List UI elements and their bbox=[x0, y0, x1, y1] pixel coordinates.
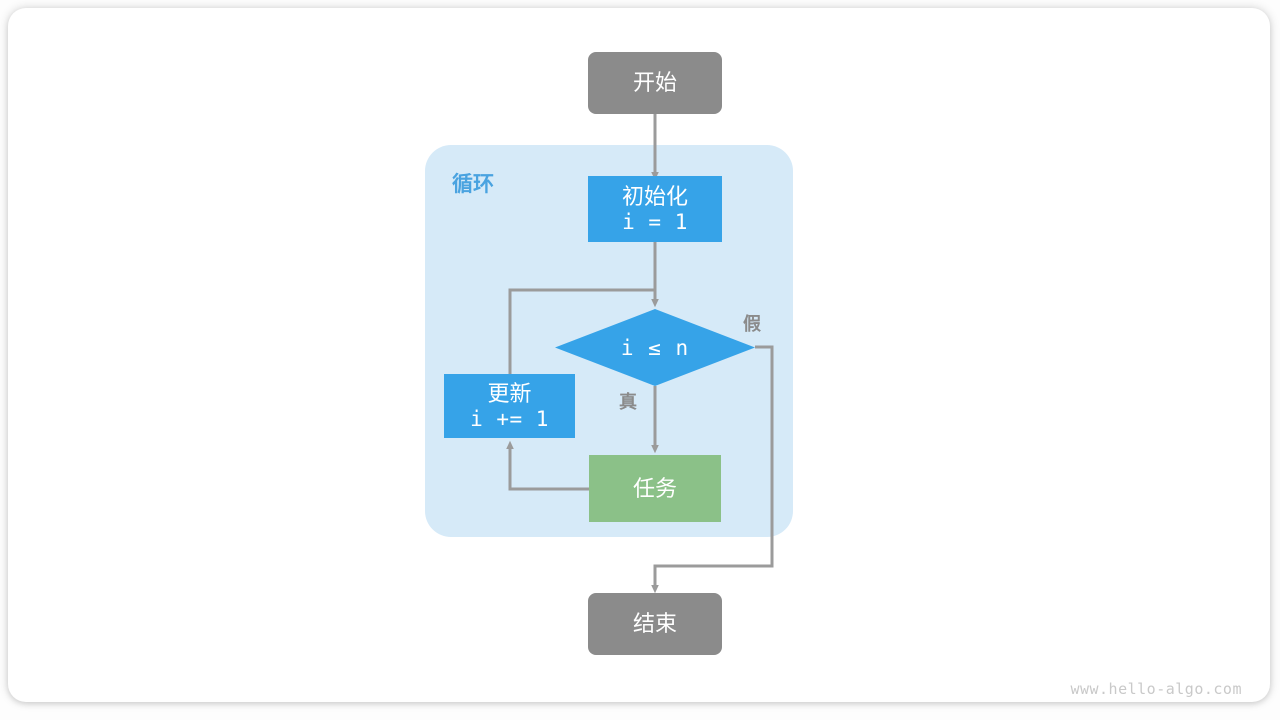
edge-label-false: 假 bbox=[743, 314, 761, 334]
node-update[interactable]: 更新 i += 1 bbox=[444, 374, 575, 438]
node-start-label: 开始 bbox=[632, 70, 677, 96]
edge-task-to-update bbox=[506, 440, 589, 491]
node-init[interactable]: 初始化 i = 1 bbox=[588, 176, 722, 242]
watermark: www.hello-algo.com bbox=[1070, 680, 1242, 698]
loop-group-label: 循环 bbox=[452, 173, 494, 196]
edge-label-true: 真 bbox=[619, 392, 637, 412]
decision-diamond-shape bbox=[555, 309, 755, 386]
node-decision-label: i ≤ n bbox=[620, 335, 690, 360]
node-task-label: 任务 bbox=[632, 475, 677, 501]
node-update-label: 更新 bbox=[487, 380, 532, 406]
node-update-expression: i += 1 bbox=[470, 406, 549, 431]
edge-decision-false-to-end bbox=[651, 345, 774, 594]
node-end[interactable]: 结束 bbox=[588, 593, 722, 655]
node-end-label: 结束 bbox=[632, 611, 677, 637]
node-init-expression: i = 1 bbox=[622, 209, 688, 234]
node-task[interactable]: 任务 bbox=[589, 455, 721, 522]
node-init-label: 初始化 bbox=[621, 183, 688, 209]
edge-update-to-decision bbox=[508, 288, 655, 374]
node-decision[interactable]: i ≤ n bbox=[555, 309, 755, 386]
node-start[interactable]: 开始 bbox=[588, 52, 722, 114]
